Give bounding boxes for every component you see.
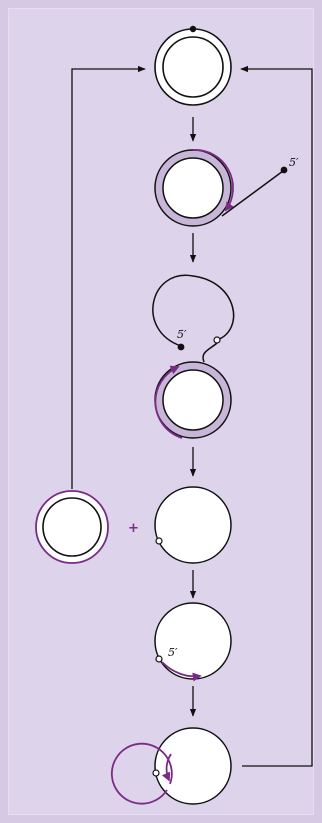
five-prime-label: 5′ [177, 328, 187, 341]
new-strand-ring [110, 742, 173, 805]
left-return-arrow [71, 65, 146, 489]
step5-primed-circle: 5′ [154, 602, 232, 682]
three-prime-end [155, 537, 163, 545]
five-prime-dot [177, 343, 185, 351]
nick-dot [189, 25, 197, 33]
step4-single-circle [154, 486, 232, 564]
five-prime-label: 5′ [289, 156, 299, 169]
synthesis-arrow [192, 149, 234, 212]
three-prime-end [152, 769, 160, 777]
strand-link [202, 342, 218, 363]
step3-displaced-loop: 5′ [152, 274, 235, 363]
three-prime-end [213, 336, 221, 344]
synthesis-arrow [154, 365, 183, 439]
right-return-arrow [240, 65, 313, 767]
five-prime-label: 5′ [168, 646, 178, 659]
step1-double-circle [154, 25, 232, 106]
product-double-circle [35, 490, 109, 564]
synthesis-arrow [161, 661, 202, 682]
three-prime-end [155, 655, 163, 663]
step3-replicating-circle [154, 361, 232, 439]
five-prime-dot [280, 166, 288, 174]
displaced-strand [221, 170, 284, 217]
plus-sign: + [128, 521, 139, 536]
step2-nicked-circle: 5′ [154, 149, 299, 227]
single-strand-loop [152, 274, 235, 347]
synthesis-arrow [161, 753, 172, 782]
step6-completing-circle [110, 727, 232, 805]
